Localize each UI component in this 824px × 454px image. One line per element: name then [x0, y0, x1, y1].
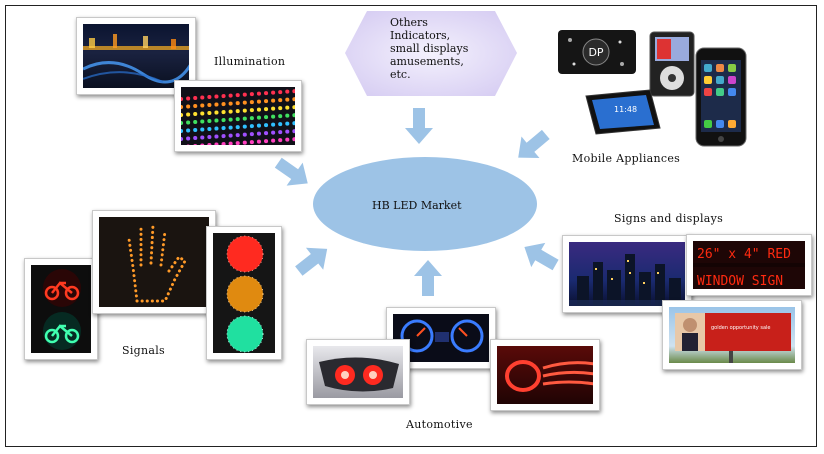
automotive-label: Automotive: [406, 418, 473, 431]
arrow-from-signs: [524, 242, 559, 271]
sign-top-text: 26" x 4" RED: [697, 247, 791, 262]
illumination-photo-ledgrid: [174, 80, 302, 152]
arrow-from-signals: [295, 247, 328, 276]
tablet-time-text: 11:48: [614, 105, 637, 114]
signs-label: Signs and displays: [614, 212, 724, 225]
device-logo-text: DP: [588, 46, 603, 59]
illumination-label: Illumination: [214, 55, 286, 68]
market-ellipse: [313, 157, 537, 251]
signs-skyline-photo: [562, 235, 692, 313]
automotive-taillight-photo: [490, 339, 600, 411]
media-player: [649, 31, 695, 97]
arrow-from-illumination: [274, 157, 308, 186]
portable-device: DP: [558, 30, 636, 74]
signal-bicycle-photo: [24, 258, 98, 360]
others-hexagon: [345, 11, 517, 96]
arrow-from-others: [405, 108, 433, 144]
mobile-label: Mobile Appliances: [572, 152, 681, 165]
arrow-from-mobile: [518, 129, 550, 159]
tablet-device: 11:48: [585, 89, 661, 135]
signs-led-sign-photo: 26" x 4" RED WINDOW SIGN: [686, 234, 812, 296]
others-label: Others Indicators, small displays amusem…: [390, 16, 469, 81]
billboard-text: golden opportunity sale: [711, 325, 770, 331]
signals-label: Signals: [122, 344, 166, 357]
center-label: HB LED Market: [372, 199, 462, 212]
signal-lights-photo: [206, 226, 282, 360]
signal-hand-photo: [92, 210, 216, 314]
mobile-devices-group: DP 11:48: [556, 28, 756, 153]
arrow-from-automotive: [414, 260, 442, 296]
signs-billboard-photo: golden opportunity sale: [662, 300, 802, 370]
sign-bottom-text: WINDOW SIGN: [697, 274, 783, 289]
automotive-headlight-photo: [306, 339, 410, 405]
smartphone: [695, 47, 747, 147]
